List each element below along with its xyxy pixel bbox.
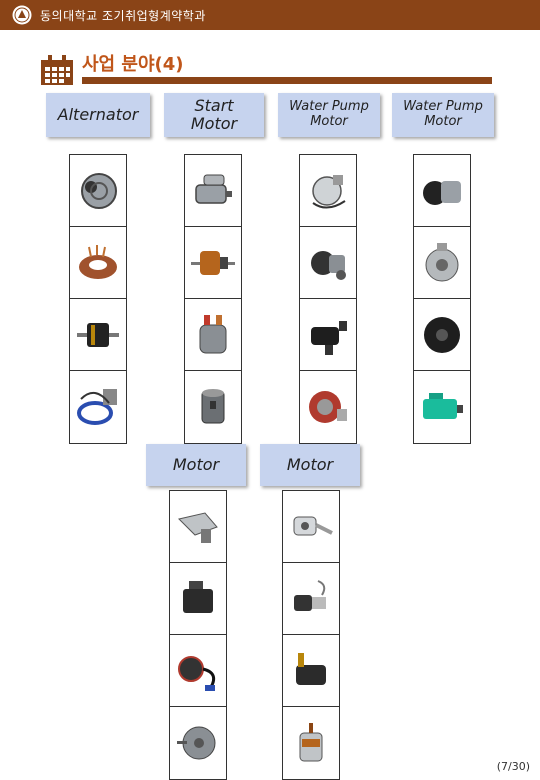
gear-motor-icon <box>183 580 213 613</box>
product-image-cell <box>170 707 226 779</box>
label-line: Motor <box>310 114 348 129</box>
pump-housing-icon <box>425 242 459 281</box>
wiper-motor-icon <box>178 511 218 543</box>
product-image-cell <box>300 299 356 371</box>
product-image-cell <box>170 635 226 707</box>
image-strip-start-motor <box>184 154 242 444</box>
electric-pump-icon <box>311 320 347 355</box>
product-image-cell <box>185 227 241 299</box>
product-image-cell <box>283 491 339 563</box>
product-image-cell <box>300 371 356 443</box>
pump-cover-icon <box>424 316 460 353</box>
product-image-cell <box>70 155 126 227</box>
product-image-cell <box>185 371 241 443</box>
label-alternator: Alternator <box>46 93 150 137</box>
label-line: Motor <box>424 114 462 129</box>
header-bar: 동의대학교 조기취업형계약학과 <box>0 0 540 30</box>
calendar-icon <box>41 55 73 85</box>
alternator-icon <box>81 172 117 209</box>
fan-motor-icon <box>177 726 216 760</box>
stator-harness-icon <box>178 655 216 691</box>
pump-assembly-icon <box>311 250 346 280</box>
school-name: 동의대학교 조기취업형계약학과 <box>40 8 206 23</box>
label-motor-1: Motor <box>146 444 246 486</box>
rotor-icon <box>77 322 119 347</box>
label-start-motor: Start Motor <box>164 93 264 137</box>
small-motor-icon <box>294 579 326 611</box>
water-pump-icon <box>312 174 346 208</box>
green-motor-icon <box>423 393 463 419</box>
product-image-cell <box>283 563 339 635</box>
label-line: Water Pump <box>289 99 369 115</box>
label-line: Start <box>194 95 234 115</box>
product-image-cell <box>414 371 470 443</box>
label-water-pump-motor-2: Water Pump Motor <box>392 93 494 137</box>
product-image-cell <box>70 227 126 299</box>
product-image-cell <box>70 299 126 371</box>
label-motor-2: Motor <box>260 444 360 486</box>
title-underline <box>82 77 492 84</box>
armature-icon <box>191 250 235 275</box>
cable-assembly-icon <box>77 389 117 425</box>
section-title: 사업 분야(4) <box>82 54 184 75</box>
image-strip-motor-1 <box>169 490 227 780</box>
product-image-cell <box>185 155 241 227</box>
image-strip-alternator <box>69 154 127 444</box>
image-strip-water-pump-1 <box>299 154 357 444</box>
image-strip-water-pump-2 <box>413 154 471 444</box>
product-image-cell <box>414 155 470 227</box>
motor-housing-icon <box>201 389 225 424</box>
product-image-cell <box>414 299 470 371</box>
university-seal-icon <box>12 5 32 25</box>
page-number: (7/30) <box>496 760 530 773</box>
solenoid-icon <box>199 314 227 353</box>
product-image-cell <box>300 227 356 299</box>
label-line: Motor <box>286 454 334 474</box>
starter-motor-icon <box>195 174 232 204</box>
label-line: Water Pump <box>403 99 483 115</box>
product-image-cell <box>283 635 339 707</box>
product-image-cell <box>283 707 339 779</box>
water-pump-black-icon <box>423 180 461 205</box>
actuator-motor-icon <box>293 516 333 535</box>
stator-coil-icon <box>79 244 117 279</box>
product-image-cell <box>414 227 470 299</box>
label-water-pump-motor-1: Water Pump Motor <box>278 93 380 137</box>
pump-motor-icon <box>309 391 347 423</box>
label-line: Alternator <box>57 104 139 124</box>
copper-motor-icon <box>299 723 323 762</box>
product-image-cell <box>300 155 356 227</box>
label-line: Motor <box>190 114 238 133</box>
label-line: Motor <box>172 454 220 474</box>
wiper-motor-2-icon <box>296 652 326 685</box>
product-image-cell <box>70 371 126 443</box>
product-image-cell <box>170 491 226 563</box>
product-image-cell <box>185 299 241 371</box>
product-image-cell <box>170 563 226 635</box>
image-strip-motor-2 <box>282 490 340 780</box>
